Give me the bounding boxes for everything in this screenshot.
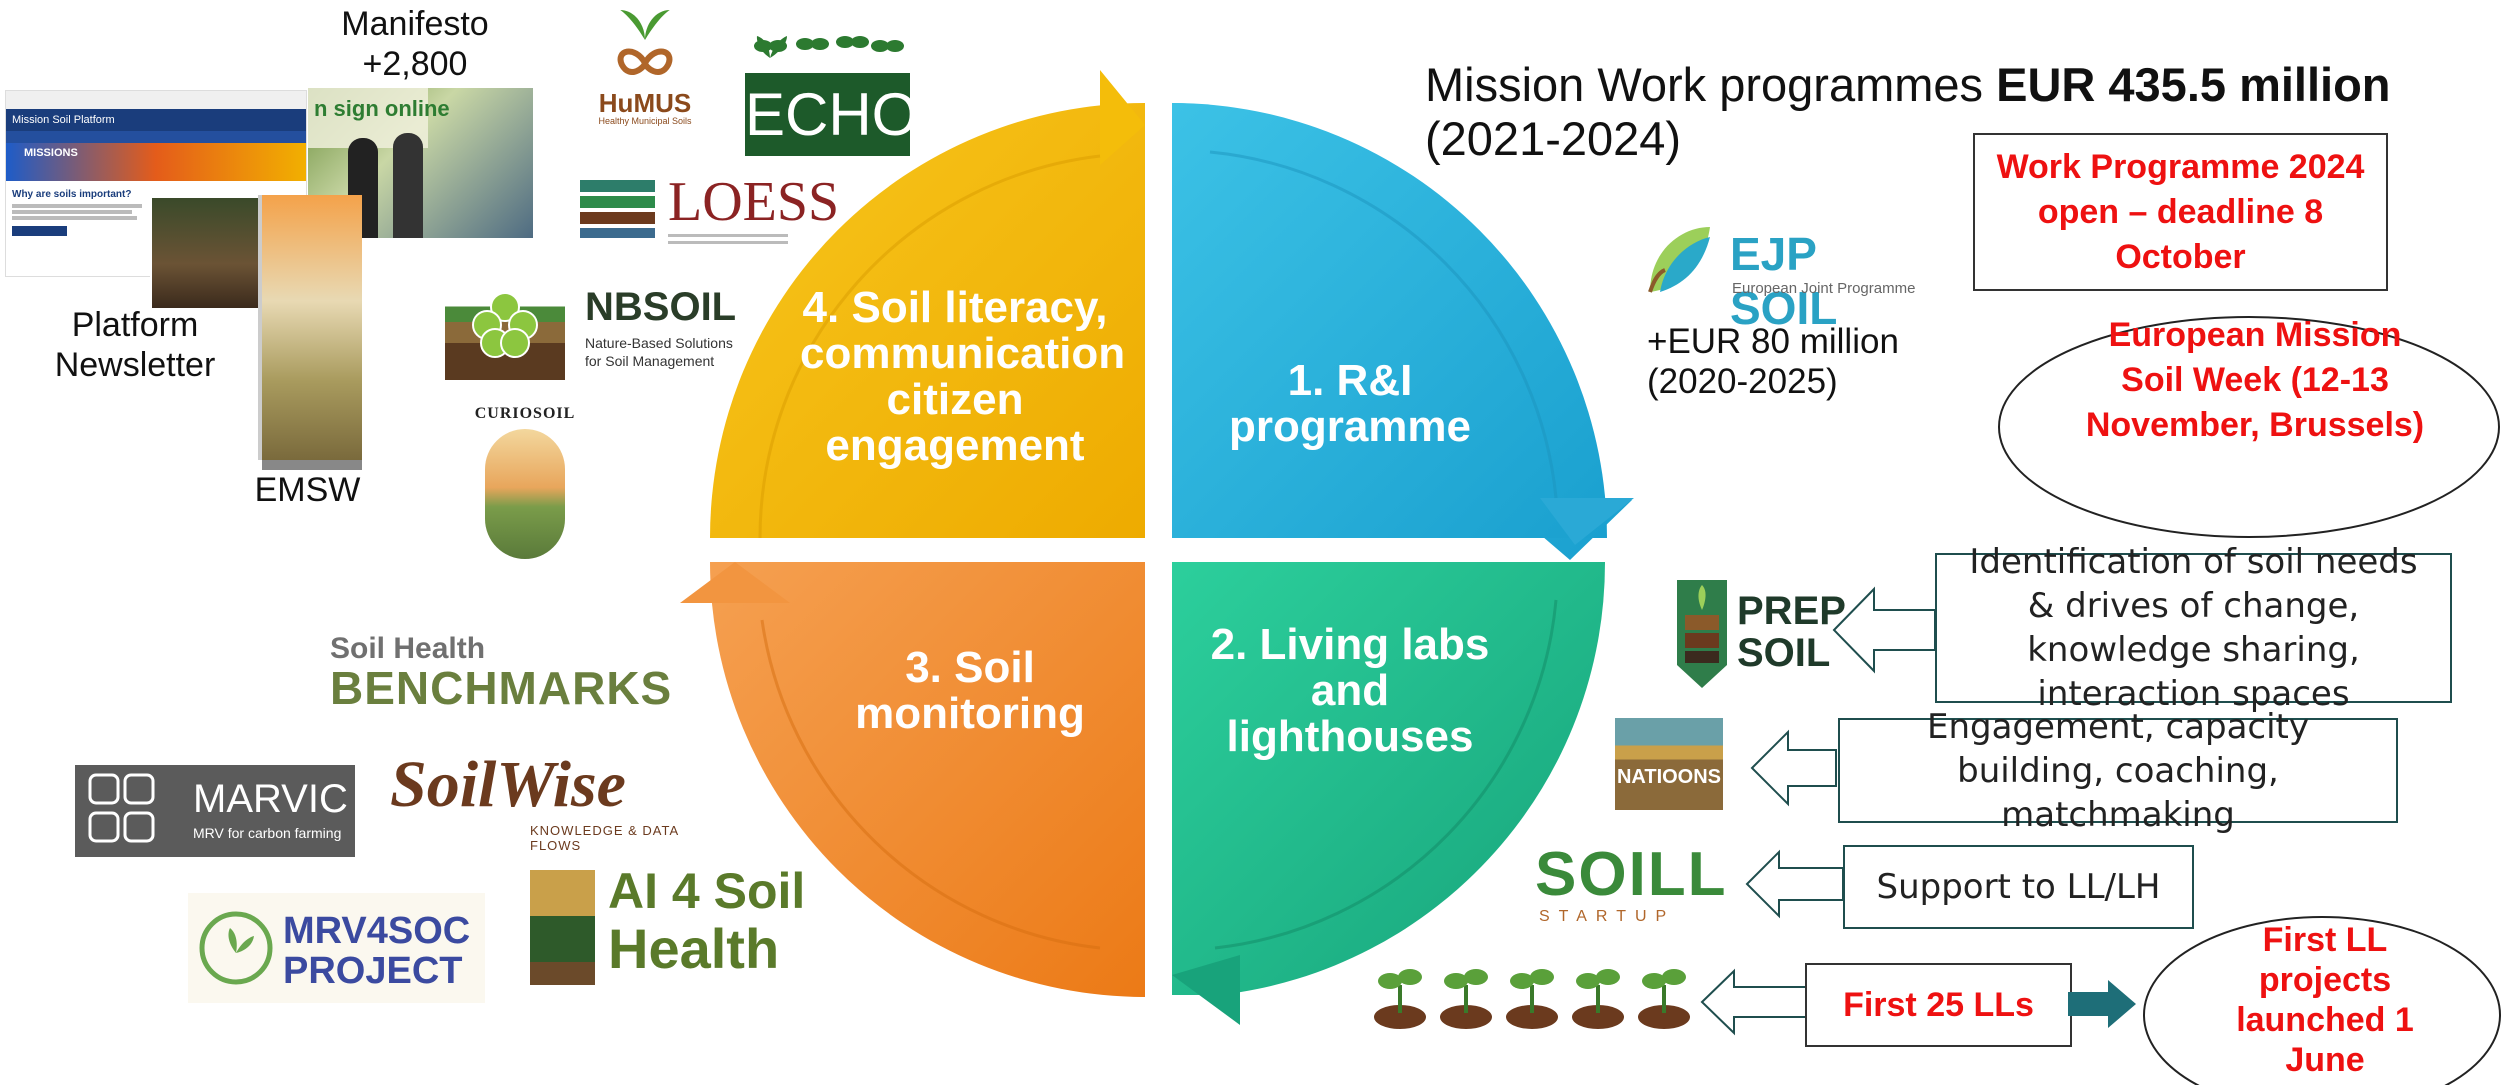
marvic-sub: MRV for carbon farming xyxy=(193,825,342,841)
benchmarks-top: Soil Health xyxy=(330,632,486,665)
ejp-text: EJP SOIL xyxy=(1730,228,1838,334)
ai4soil-logo: AI 4 Soil Health xyxy=(530,855,810,990)
marvic-logo: MARVIC MRV for carbon farming xyxy=(75,765,355,857)
manifesto-label: Manifesto +2,800 xyxy=(341,5,489,83)
seedling-icon xyxy=(1374,969,1426,1029)
cycle-diagram xyxy=(680,70,1634,1025)
soilwise-logo: SoilWise KNOWLEDGE & DATA FLOWS xyxy=(390,745,720,853)
soilwise-text: SoilWise xyxy=(390,748,626,821)
curiosoil-logo: CURIOSOIL xyxy=(470,405,580,575)
emsw-ellipse xyxy=(1998,316,2500,538)
prep-arrow xyxy=(1832,586,1936,674)
echo-text: ECHO xyxy=(745,73,918,156)
seedlings-row xyxy=(1374,969,1690,1029)
mrv4soc-logo: MRV4SOC PROJECT xyxy=(188,893,485,1003)
first25-box: First 25 LLs xyxy=(1805,963,2072,1047)
benchmarks-logo: Soil Health BENCHMARKS xyxy=(330,632,710,714)
natioons-text: NATIOONS xyxy=(1616,766,1722,788)
platform-title: Mission Soil Platform xyxy=(6,109,306,131)
natioons-logo: NATIOONS xyxy=(1615,718,1723,810)
ejp-sub: European Joint Programme xyxy=(1732,280,1916,297)
title-prefix: Mission Work programmes xyxy=(1425,58,1984,111)
quadrant-3-arrow xyxy=(680,562,1145,997)
nbsoil-sub2: for Soil Management xyxy=(585,353,715,369)
loess-logo: LOESS xyxy=(580,172,839,250)
soill-arrow xyxy=(1745,849,1844,919)
loess-text: LOESS xyxy=(668,171,840,233)
prep-text1: PREP xyxy=(1737,589,1846,633)
first25-arrow-right xyxy=(2068,980,2136,1028)
emsw-rollup xyxy=(258,195,362,470)
quadrant-4-arrow xyxy=(710,70,1145,538)
natioons-box: Engagement, capacity building, coaching,… xyxy=(1838,707,2398,835)
title-years: (2021-2024) xyxy=(1425,112,1682,165)
ejp-soil-logo: EJP SOIL European Joint Programme xyxy=(1640,222,1930,334)
humus-logo: HuMUS Healthy Municipal Soils xyxy=(590,5,700,126)
curiosoil-text: CURIOSOIL xyxy=(474,405,576,422)
title-amount: EUR 435.5 million xyxy=(1996,58,2391,111)
page-title: Mission Work programmes EUR 435.5 millio… xyxy=(1425,58,2391,166)
quadrant-1-label: 1. R&I programme xyxy=(1228,356,1472,451)
nbsoil-sub1: Nature-Based Solutions xyxy=(585,335,733,351)
platform-question: Why are soils important? xyxy=(12,189,132,200)
soill-box: Support to LL/LH xyxy=(1843,845,2194,929)
prep-text2: SOIL xyxy=(1737,631,1831,675)
prep-box: Identification of soil needs & drives of… xyxy=(1935,542,2452,714)
ejp-funding: +EUR 80 million (2020-2025) xyxy=(1647,322,1899,401)
quadrant-3-label: 3. Soil monitoring xyxy=(855,643,1085,738)
first25-arrow-left xyxy=(1700,968,1809,1036)
platform-newsletter-label: Platform Newsletter xyxy=(54,306,216,384)
wp2024-box: Work Programme 2024 open – deadline 8 Oc… xyxy=(1973,133,2388,291)
humus-text: HuMUS xyxy=(598,88,692,118)
soilwise-sub: KNOWLEDGE & DATA FLOWS xyxy=(530,823,679,853)
nbsoil-logo: NBSOIL Nature-Based Solutions for Soil M… xyxy=(445,275,755,380)
quadrant-2-label: 2. Living labs and lighthouses xyxy=(1210,620,1490,761)
quadrant-4-label: 4. Soil literacy, communication citizen … xyxy=(800,283,1126,470)
mrv4soc-text2: PROJECT xyxy=(283,950,463,992)
humus-sub: Healthy Municipal Soils xyxy=(598,116,692,126)
learn-more-button xyxy=(12,226,67,236)
benchmarks-text: BENCHMARKS xyxy=(330,662,673,714)
natioons-arrow xyxy=(1750,729,1837,807)
ai4soil-text1: AI 4 Soil xyxy=(608,863,806,919)
soill-logo: SOILL STARTUP xyxy=(1535,842,1735,932)
prep-soil-logo: PREP SOIL xyxy=(1672,575,1846,695)
quadrant-2-arrow xyxy=(1172,562,1606,1025)
marvic-text: MARVIC xyxy=(193,777,348,821)
ai4soil-text2: Health xyxy=(608,917,780,980)
mrv4soc-text1: MRV4SOC xyxy=(283,910,471,952)
soill-sub: STARTUP xyxy=(1539,908,1676,925)
emsw-event-text: European Mission Soil Week (12-13 Novemb… xyxy=(2085,316,2425,444)
echo-logo: ECHO xyxy=(745,28,918,156)
quadrant-1-arrow xyxy=(1172,103,1634,560)
nbsoil-text: NBSOIL xyxy=(585,285,737,329)
first-ll-text: First LL projects launched 1 June xyxy=(2236,921,2414,1079)
missions-banner: MISSIONS xyxy=(6,143,306,181)
emsw-label: EMSW xyxy=(254,471,361,509)
soill-text: SOILL xyxy=(1535,840,1728,909)
sign-online-text: n sign online xyxy=(314,96,450,121)
first-ll-ellipse xyxy=(2143,916,2501,1085)
